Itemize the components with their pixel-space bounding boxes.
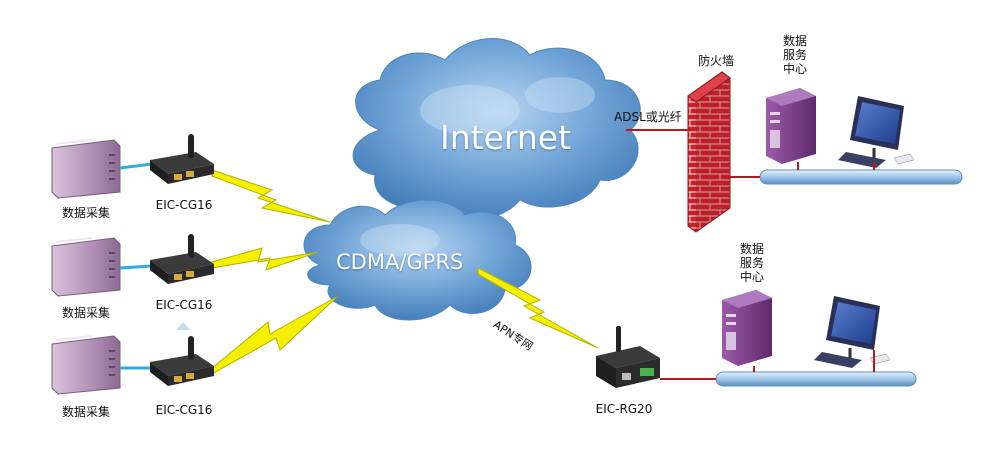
data-center-1: [730, 88, 963, 185]
internet-cloud: [352, 38, 641, 220]
collector-label-2: 数据采集: [61, 306, 111, 320]
serial-cable-2: [119, 264, 153, 270]
router-eic-cg16-2: [150, 234, 214, 284]
firewall-label: 防火墙: [697, 54, 735, 68]
wireless-link-3: [211, 295, 339, 375]
internet-label: Internet: [440, 118, 572, 157]
server-1: [766, 88, 816, 164]
gateway-label: EIC-RG20: [595, 402, 653, 416]
router-label-1: EIC-CG16: [155, 198, 213, 212]
cdma-gprs-label: CDMA/GPRS: [336, 250, 464, 274]
lan-bus-2: [660, 350, 917, 387]
collector-label-1: 数据采集: [61, 206, 111, 220]
small-triangle-marker: [176, 322, 190, 330]
cdma-gprs-cloud: [303, 199, 532, 321]
data-center-2-line-2: 服务: [739, 256, 765, 270]
data-collector-3: [51, 335, 121, 395]
data-collector-1: [51, 139, 121, 199]
router-eic-cg16-3: [150, 336, 214, 386]
data-center-label-1: 数据 服务 中心: [783, 34, 807, 76]
firewall: [687, 71, 731, 233]
wireless-link-2: [211, 247, 319, 271]
data-center-1-line-3: 中心: [782, 62, 808, 76]
router-eic-cg16-1: [150, 134, 214, 184]
gateway-eic-rg20: [596, 326, 660, 388]
data-center-1-line-1: 数据: [782, 34, 808, 48]
wireless-link-1: [211, 169, 331, 223]
server-2: [722, 290, 772, 366]
lan-bus-1: [730, 162, 963, 185]
data-center-2-line-1: 数据: [739, 242, 765, 256]
wireless-link-apn: [477, 267, 599, 349]
workstation-2: [814, 296, 891, 368]
collector-label-3: 数据采集: [61, 405, 111, 419]
data-center-label-2: 数据 服务 中心: [740, 242, 764, 284]
adsl-fiber-label: ADSL或光纤: [614, 110, 682, 124]
workstation-1: [838, 96, 915, 168]
serial-cable-1: [119, 162, 153, 170]
data-center-2-line-3: 中心: [739, 270, 765, 284]
router-label-3: EIC-CG16: [155, 403, 213, 417]
router-label-2: EIC-CG16: [155, 298, 213, 312]
data-collector-2: [51, 237, 121, 297]
data-center-2: [660, 290, 917, 387]
data-center-1-line-2: 服务: [782, 48, 808, 62]
